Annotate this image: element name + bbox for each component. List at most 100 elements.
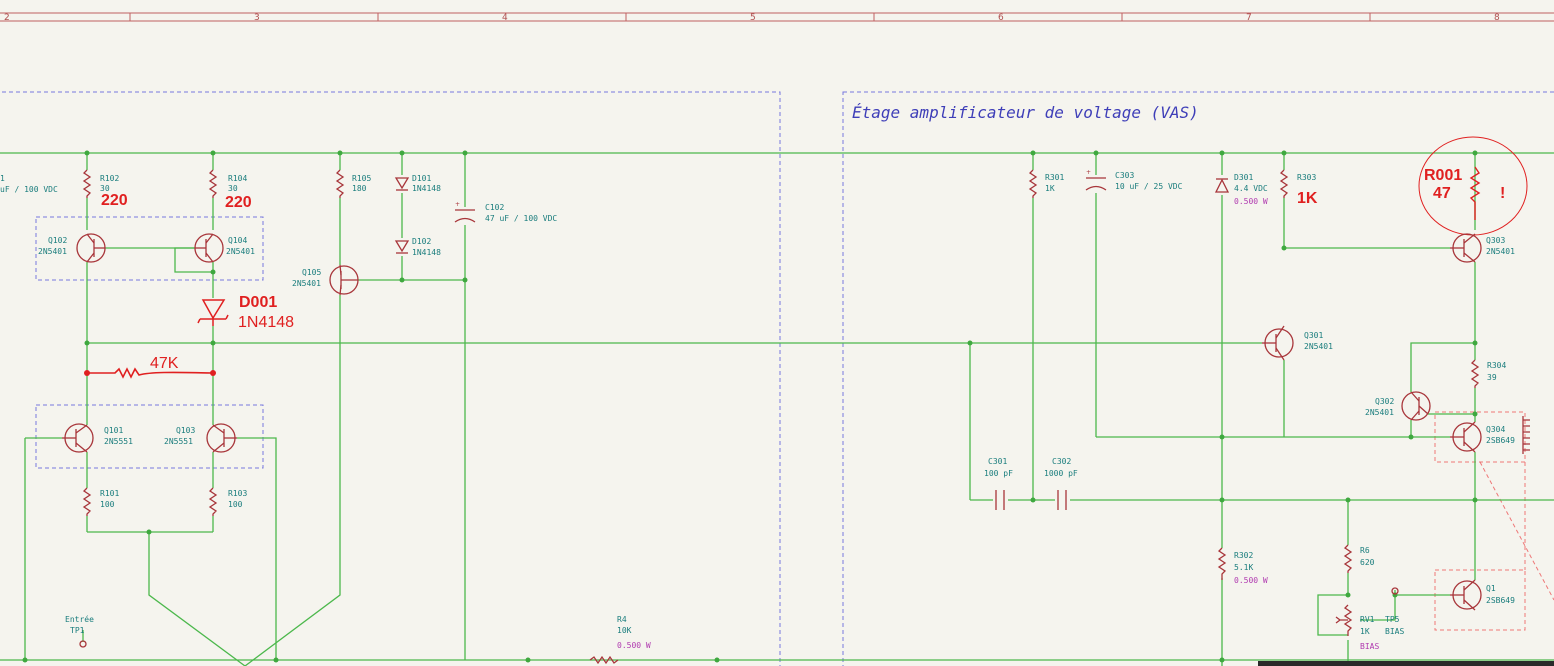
svg-text:30: 30 [100, 184, 110, 193]
q103-symbol [206, 423, 237, 453]
svg-text:100 pF: 100 pF [984, 469, 1013, 478]
svg-text:Q104: Q104 [228, 236, 247, 245]
svg-text:RV1: RV1 [1360, 615, 1375, 624]
r001-ref: R001 [1424, 167, 1462, 184]
input-stage-block [0, 91, 781, 666]
ruler-number: 3 [254, 13, 260, 23]
junctions [22, 150, 1478, 663]
wires [0, 152, 1554, 666]
svg-text:D301: D301 [1234, 173, 1253, 182]
svg-text:47 uF / 100 VDC: 47 uF / 100 VDC [485, 214, 557, 223]
ruler-number: 4 [502, 13, 508, 23]
svg-text:Q102: Q102 [48, 236, 67, 245]
r47k-node-right [210, 370, 216, 376]
ruler-number: 5 [750, 13, 756, 23]
thermal-link [1479, 461, 1554, 601]
warning-mark: ! [1500, 185, 1505, 202]
svg-text:+: + [455, 201, 460, 208]
svg-text:uF / 100 VDC: uF / 100 VDC [0, 185, 58, 194]
r47k-value: 47K [150, 355, 179, 372]
q302-symbol [1401, 391, 1431, 421]
diodes [394, 177, 1230, 254]
svg-text:BIAS: BIAS [1385, 627, 1404, 636]
svg-text:1000 pF: 1000 pF [1044, 469, 1078, 478]
svg-text:D102: D102 [412, 237, 431, 246]
svg-text:R303: R303 [1297, 173, 1316, 182]
svg-text:+: + [1086, 169, 1091, 176]
q105-symbol [329, 264, 359, 296]
resistors [82, 169, 1480, 665]
frame-ruler: 2 3 4 5 6 7 8 [0, 12, 1554, 23]
svg-text:2N5401: 2N5401 [1365, 408, 1394, 417]
q301-symbol [1262, 325, 1294, 361]
bottom-scrollbar[interactable] [1258, 661, 1554, 666]
svg-text:2SB649: 2SB649 [1486, 436, 1515, 445]
svg-text:30: 30 [228, 184, 238, 193]
q102-symbol [76, 233, 106, 263]
svg-text:C303: C303 [1115, 171, 1134, 180]
svg-text:Q302: Q302 [1375, 397, 1394, 406]
q1-symbol [1450, 579, 1482, 611]
svg-text:1K: 1K [1360, 627, 1370, 636]
svg-text:2N5401: 2N5401 [226, 247, 255, 256]
svg-text:2N5551: 2N5551 [164, 437, 193, 446]
svg-text:4.4 VDC: 4.4 VDC [1234, 184, 1268, 193]
svg-text:C301: C301 [988, 457, 1007, 466]
svg-text:0.500 W: 0.500 W [1234, 197, 1268, 206]
svg-text:R304: R304 [1487, 361, 1506, 370]
svg-text:R104: R104 [228, 174, 247, 183]
heatsink-icon [1522, 416, 1530, 454]
ruler-number: 8 [1494, 13, 1500, 23]
svg-text:Q103: Q103 [176, 426, 195, 435]
svg-text:Q101: Q101 [104, 426, 123, 435]
r47k-node-left [84, 370, 90, 376]
svg-text:R102: R102 [100, 174, 119, 183]
svg-text:Entrée: Entrée [65, 614, 94, 624]
svg-text:Q304: Q304 [1486, 425, 1505, 434]
svg-text:Q105: Q105 [302, 268, 321, 277]
svg-text:C302: C302 [1052, 457, 1071, 466]
svg-text:R105: R105 [352, 174, 371, 183]
ruler-number: 2 [4, 13, 10, 23]
svg-text:2N5551: 2N5551 [104, 437, 133, 446]
r47k-annotation-resistor [87, 367, 214, 379]
tp1-testpoint-icon [79, 640, 87, 648]
svg-text:R4: R4 [617, 615, 627, 624]
svg-text:10K: 10K [617, 626, 632, 635]
svg-text:Q303: Q303 [1486, 236, 1505, 245]
svg-text:1: 1 [0, 174, 5, 183]
svg-text:0.500 W: 0.500 W [617, 641, 651, 650]
svg-text:Q301: Q301 [1304, 331, 1323, 340]
svg-text:BIAS: BIAS [1360, 642, 1379, 651]
svg-text:2N5401: 2N5401 [38, 247, 67, 256]
ruler-number: 6 [998, 13, 1004, 23]
svg-text:1N4148: 1N4148 [412, 248, 441, 257]
svg-text:2N5401: 2N5401 [1304, 342, 1333, 351]
component-labels: 1 uF / 100 VDC R102 30 R104 30 R105 180 … [0, 171, 1515, 651]
svg-text:0.500 W: 0.500 W [1234, 576, 1268, 585]
svg-text:R6: R6 [1360, 546, 1370, 555]
d001-ref: D001 [239, 294, 277, 311]
svg-text:180: 180 [352, 184, 367, 193]
r001-value: 47 [1433, 185, 1451, 202]
svg-text:R103: R103 [228, 489, 247, 498]
svg-text:TP1: TP1 [70, 626, 85, 635]
svg-text:100: 100 [100, 500, 115, 509]
svg-text:D101: D101 [412, 174, 431, 183]
svg-text:10 uF / 25 VDC: 10 uF / 25 VDC [1115, 182, 1183, 191]
vas-block-title: Étage amplificateur de voltage (VAS) [852, 103, 1199, 122]
r102-new-value: 220 [101, 192, 128, 209]
svg-text:TP5: TP5 [1385, 615, 1400, 624]
svg-text:100: 100 [228, 500, 243, 509]
svg-text:R302: R302 [1234, 551, 1253, 560]
q104-symbol [194, 233, 224, 263]
capacitors: + + [454, 169, 1107, 510]
svg-text:39: 39 [1487, 373, 1497, 382]
q1-thermal-box [1434, 569, 1526, 631]
svg-text:5.1K: 5.1K [1234, 563, 1253, 572]
transistors [62, 233, 1482, 611]
svg-text:2SB649: 2SB649 [1486, 596, 1515, 605]
q303-symbol [1450, 233, 1482, 263]
annotations: 220 220 D001 1N4148 47K 1K R001 47 ! [101, 167, 1505, 372]
